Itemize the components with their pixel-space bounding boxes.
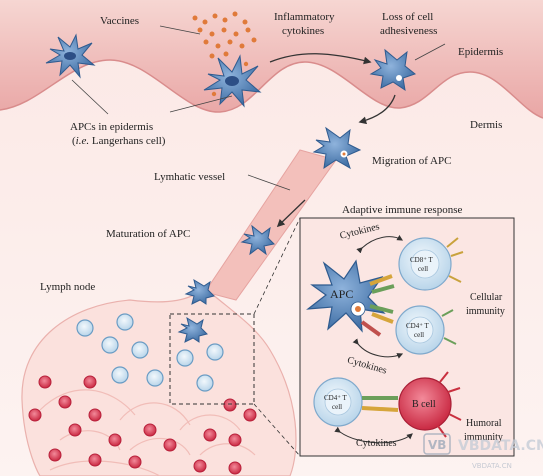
inset-cytokines-bottom: Cytokines <box>356 438 397 449</box>
receptor-complexes <box>360 274 395 337</box>
apc-langerhans-2 <box>203 54 262 108</box>
label-adaptive: Adaptive immune response <box>342 204 462 216</box>
apc-langerhans-1 <box>45 33 96 79</box>
label-maturation: Maturation of APC <box>106 228 190 240</box>
label-langerhans: (i.e. Langerhans cell) <box>72 135 166 147</box>
inset-cd4b-label-1: CD4⁺ T <box>324 394 348 402</box>
node-t-cells <box>76 313 224 392</box>
inset-humoral-1: Humoral <box>466 418 502 429</box>
lymphatic-vessel <box>204 149 337 301</box>
inset-cellular-2: immunity <box>466 306 505 317</box>
inset-apc-label: APC <box>330 287 353 301</box>
inset-cd4-t-cell-b <box>313 377 363 427</box>
label-migration: Migration of APC <box>372 155 451 167</box>
label-inflammatory-2: cytokines <box>282 25 324 37</box>
inset-cd4-bcell-link <box>361 396 399 412</box>
pointer-lines <box>71 25 446 191</box>
epidermis-layer <box>0 0 543 118</box>
label-epidermis: Epidermis <box>458 46 503 58</box>
apc-node-center <box>177 316 208 343</box>
label-loss-2: adhesiveness <box>380 25 437 37</box>
apc-in-node <box>184 278 215 305</box>
inset-b-cell <box>398 371 462 438</box>
inset-cd4a-label-1: CD4⁺ T <box>406 322 430 330</box>
arrow-migration <box>358 94 396 125</box>
inset-cd8-t-cell <box>398 237 464 291</box>
node-b-cells <box>28 375 257 475</box>
arrow-cytokines <box>269 53 372 65</box>
inset-cellular-1: Cellular <box>470 292 503 303</box>
label-loss-1: Loss of cell <box>382 11 433 23</box>
arrow-down-vessel <box>276 199 306 228</box>
label-lymph-node: Lymph node <box>40 281 95 293</box>
inset-arrow-bottom <box>334 426 413 444</box>
inset-apc-cell <box>306 259 386 333</box>
zoom-region <box>169 313 255 405</box>
watermark-brand: VBDATA.CN <box>458 438 543 454</box>
apc-loss-adhesion <box>369 48 417 92</box>
inset-cd8-label-2: cell <box>418 265 428 273</box>
inset-cd8-label-1: CD8⁺ T <box>410 256 434 264</box>
watermark-logo: VB <box>428 438 446 452</box>
label-apcs-epidermis: APCs in epidermis <box>70 121 153 133</box>
label-inflammatory-1: Inflammatory <box>274 11 335 23</box>
zoom-connector-top <box>253 217 301 315</box>
apc-migrating <box>312 126 362 170</box>
inset-humoral-2: immunity <box>464 432 503 443</box>
inset-cd4a-label-2: cell <box>414 331 424 339</box>
label-vaccines: Vaccines <box>100 15 139 27</box>
watermark: VB VBDATA.CN VBDATA.CN <box>423 433 543 470</box>
inset-cd4b-label-2: cell <box>332 403 342 411</box>
label-dermis: Dermis <box>470 119 502 131</box>
inset-bcell-label: B cell <box>412 399 436 410</box>
inset-cd4-t-cell-a <box>395 305 457 355</box>
vaccine-particles <box>192 11 257 59</box>
inset-arrow-mid <box>352 338 404 359</box>
zoom-connector-bottom <box>253 403 301 457</box>
inset-arrow-top <box>356 234 404 254</box>
label-lymphatic-vessel: Lymhatic vessel <box>154 171 225 183</box>
watermark-domain: VBDATA.CN <box>472 462 512 470</box>
apc-maturing <box>240 224 276 256</box>
epidermis-border <box>0 59 543 119</box>
